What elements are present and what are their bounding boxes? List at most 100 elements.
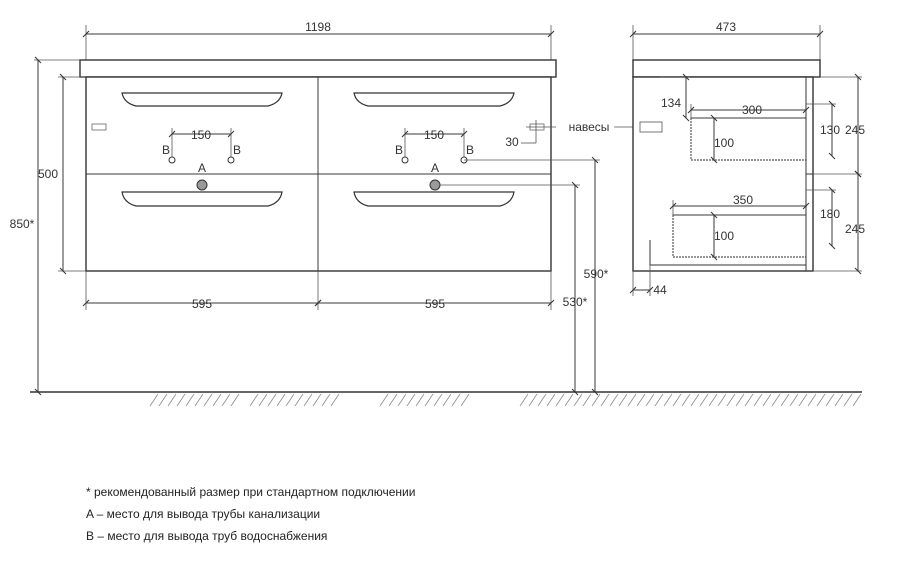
height-590-label: 590* bbox=[584, 267, 609, 281]
pipe-b-right-1 bbox=[401, 156, 409, 164]
hatch-line bbox=[203, 393, 213, 407]
drawer-handle-bottom-left bbox=[121, 191, 283, 207]
hatch-line bbox=[681, 393, 691, 407]
bottom-offset-label: 44 bbox=[653, 283, 667, 297]
hatch-line bbox=[816, 393, 826, 407]
hatch-line bbox=[663, 393, 673, 407]
pipe-b-left-2 bbox=[227, 156, 235, 164]
hatch-line bbox=[176, 393, 186, 407]
hatch-line bbox=[267, 393, 277, 407]
hanger-bracket bbox=[639, 121, 663, 133]
hatch-line bbox=[537, 393, 547, 407]
height-530-label: 530* bbox=[563, 295, 588, 309]
hatch-line bbox=[699, 393, 709, 407]
hatch-line bbox=[753, 393, 763, 407]
hatch-line bbox=[303, 393, 313, 407]
drawer-handle-top-right bbox=[353, 92, 515, 107]
upper-drawer-depth-label: 300 bbox=[742, 103, 762, 117]
hatch-line bbox=[600, 393, 610, 407]
hatch-line bbox=[312, 393, 322, 407]
hatch-line bbox=[780, 393, 790, 407]
hatch-line bbox=[771, 393, 781, 407]
hatch-line bbox=[636, 393, 646, 407]
hatch-line bbox=[825, 393, 835, 407]
upper-inner-label: 130 bbox=[820, 123, 840, 137]
note-b: B – место для вывода труб водоснабжения bbox=[86, 529, 327, 543]
hatch-line bbox=[528, 393, 538, 407]
upper-drawer-height-label: 100 bbox=[714, 136, 734, 150]
pipe-b-left-1 bbox=[168, 156, 176, 164]
height-total-label: 850* bbox=[10, 217, 35, 231]
hatch-line bbox=[330, 393, 340, 407]
hatch-line bbox=[406, 393, 416, 407]
hatch-line bbox=[798, 393, 808, 407]
hatch-line bbox=[158, 393, 168, 407]
hatch-line bbox=[519, 393, 529, 407]
hatch-line bbox=[433, 393, 443, 407]
side-front-bottom bbox=[805, 173, 814, 272]
hatch-line bbox=[185, 393, 195, 407]
pipe-a-right bbox=[429, 179, 441, 191]
hatch-line bbox=[230, 393, 240, 407]
lower-inner-label: 180 bbox=[820, 207, 840, 221]
hatch-line bbox=[221, 393, 231, 407]
height-body-label: 500 bbox=[38, 167, 58, 181]
label-a-left: A bbox=[198, 161, 206, 175]
hatch-line bbox=[212, 393, 222, 407]
hatch-line bbox=[789, 393, 799, 407]
hatch-line bbox=[276, 393, 286, 407]
hatch-line bbox=[654, 393, 664, 407]
hatch-line bbox=[564, 393, 574, 407]
label-b-left-2: B bbox=[233, 143, 241, 157]
hatch-line bbox=[460, 393, 470, 407]
note-a: A – место для вывода трубы канализации bbox=[86, 507, 320, 521]
hatch-line bbox=[546, 393, 556, 407]
drawer-handle-top-left bbox=[121, 92, 283, 107]
hatch-line bbox=[627, 393, 637, 407]
hatch-line bbox=[424, 393, 434, 407]
hatch-line bbox=[591, 393, 601, 407]
label-b-right-1: B bbox=[395, 143, 403, 157]
hatch-line bbox=[573, 393, 583, 407]
overall-width-label: 1198 bbox=[305, 20, 331, 34]
pipe-spacing-left-label: 150 bbox=[191, 128, 211, 142]
hatch-line bbox=[294, 393, 304, 407]
hatch-line bbox=[415, 393, 425, 407]
lower-drawer-depth-label: 350 bbox=[733, 193, 753, 207]
label-b-right-2: B bbox=[466, 143, 474, 157]
hatch-line bbox=[618, 393, 628, 407]
drawer-width-right-label: 595 bbox=[425, 297, 445, 311]
hatch-line bbox=[708, 393, 718, 407]
hatch-line bbox=[609, 393, 619, 407]
pipe-a-left bbox=[196, 179, 208, 191]
note-recommended: * рекомендованный размер при стандартном… bbox=[86, 485, 415, 499]
side-view: 473 300 100 350 100 134 1 bbox=[629, 20, 865, 297]
hatch-line bbox=[249, 393, 259, 407]
lower-outer-label: 245 bbox=[845, 222, 865, 236]
hatch-line bbox=[744, 393, 754, 407]
hatch-line bbox=[149, 393, 159, 407]
hinge-mark-left bbox=[91, 123, 107, 131]
hatch-line bbox=[258, 393, 268, 407]
hatch-line bbox=[726, 393, 736, 407]
label-a-right: A bbox=[431, 161, 439, 175]
hatch-line bbox=[442, 393, 452, 407]
hatch-line bbox=[717, 393, 727, 407]
hatch-line bbox=[379, 393, 389, 407]
hatch-line bbox=[388, 393, 398, 407]
hinge-offset-label: 30 bbox=[505, 135, 519, 149]
pipe-spacing-right-label: 150 bbox=[424, 128, 444, 142]
hatch-line bbox=[843, 393, 853, 407]
hatch-line bbox=[582, 393, 592, 407]
hatch-line bbox=[645, 393, 655, 407]
lower-drawer-height-label: 100 bbox=[714, 229, 734, 243]
top-offset-label: 134 bbox=[661, 96, 681, 110]
hatch-line bbox=[807, 393, 817, 407]
hatch-line bbox=[451, 393, 461, 407]
drawer-handle-bottom-right bbox=[353, 191, 515, 207]
side-countertop bbox=[632, 59, 821, 78]
hatch-line bbox=[285, 393, 295, 407]
hatch-line bbox=[321, 393, 331, 407]
depth-label: 473 bbox=[716, 20, 736, 34]
